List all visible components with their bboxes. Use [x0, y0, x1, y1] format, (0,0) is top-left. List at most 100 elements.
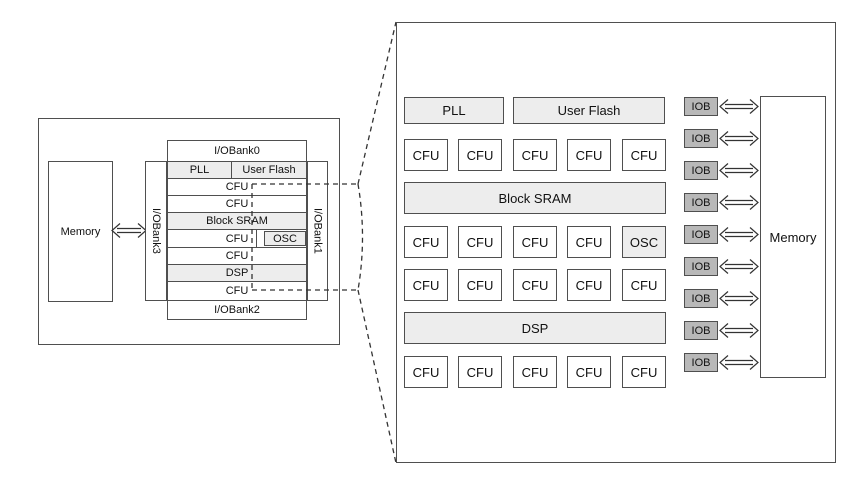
iob-memory-arrow-icon — [719, 163, 759, 178]
cfu-block: CFU — [513, 356, 557, 388]
cfu-label: CFU — [521, 277, 549, 293]
left-row-dsp: DSP — [167, 264, 307, 282]
left-userflash-cell: User Flash — [232, 162, 306, 178]
right-dsp-label: DSP — [521, 320, 549, 336]
iob-label: IOB — [691, 324, 711, 337]
cfu-block: CFU — [458, 356, 502, 388]
left-cfu4-label: CFU — [225, 250, 249, 262]
cfu-block: CFU — [567, 356, 611, 388]
iob-label: IOB — [691, 228, 711, 241]
cfu-label: CFU — [521, 364, 549, 380]
right-blocksram-label: Block SRAM — [498, 190, 572, 206]
right-userflash-block: User Flash — [513, 97, 665, 124]
left-row-cfu-5: CFU — [167, 281, 307, 301]
iob-memory-arrow-icon — [719, 323, 759, 338]
left-iobank2-label: I/OBank2 — [214, 304, 260, 316]
cfu-label: CFU — [630, 147, 658, 163]
iob-block: IOB — [684, 257, 718, 276]
cfu-label: CFU — [575, 277, 603, 293]
cfu-block: CFU — [567, 226, 611, 258]
cfu-label: CFU — [630, 364, 658, 380]
left-row-cfu-4: CFU — [167, 247, 307, 265]
left-osc-block: OSC — [264, 231, 306, 246]
right-blocksram-block: Block SRAM — [404, 182, 666, 214]
iob-memory-arrow-icon — [719, 131, 759, 146]
cfu-label: CFU — [466, 147, 494, 163]
iob-memory-arrow-icon — [719, 99, 759, 114]
left-memory-bus-arrow-icon — [111, 223, 147, 238]
left-iobank1-strip: I/OBank1 — [307, 161, 328, 301]
left-blocksram-label: Block SRAM — [206, 215, 268, 227]
iob-block: IOB — [684, 225, 718, 244]
left-iobank0-strip: I/OBank0 — [167, 140, 307, 162]
cfu-label: CFU — [630, 277, 658, 293]
right-osc-label: OSC — [629, 234, 659, 250]
iob-block: IOB — [684, 161, 718, 180]
iob-memory-arrow-icon — [719, 291, 759, 306]
cfu-block: CFU — [513, 226, 557, 258]
right-osc-block: OSC — [622, 226, 666, 258]
left-cfu3-label: CFU — [225, 232, 249, 245]
cfu-label: CFU — [412, 234, 440, 250]
iob-label: IOB — [691, 132, 711, 145]
cfu-label: CFU — [466, 364, 494, 380]
cfu-block: CFU — [404, 269, 448, 301]
left-memory-label: Memory — [60, 225, 101, 238]
cfu-label: CFU — [521, 147, 549, 163]
cfu-label: CFU — [466, 234, 494, 250]
right-memory-block: Memory — [760, 96, 826, 378]
left-userflash-label: User Flash — [242, 164, 296, 176]
cfu-block: CFU — [622, 139, 666, 171]
left-cfu5-label: CFU — [225, 285, 249, 297]
cfu-block: CFU — [513, 269, 557, 301]
left-iobank0-label: I/OBank0 — [214, 145, 260, 157]
cfu-block: CFU — [404, 139, 448, 171]
cfu-block: CFU — [567, 269, 611, 301]
right-memory-label: Memory — [769, 229, 817, 245]
iob-block: IOB — [684, 321, 718, 340]
iob-label: IOB — [691, 164, 711, 177]
left-row-pll-userflash: PLL User Flash — [167, 161, 307, 179]
left-pll-cell: PLL — [168, 162, 232, 178]
cfu-block: CFU — [567, 139, 611, 171]
cfu-block: CFU — [404, 356, 448, 388]
left-row-cfu-2: CFU — [167, 195, 307, 213]
left-iobank1-label: I/OBank1 — [311, 208, 324, 254]
left-osc-label: OSC — [273, 232, 297, 245]
iob-block: IOB — [684, 193, 718, 212]
right-pll-block: PLL — [404, 97, 504, 124]
iob-memory-arrow-icon — [719, 195, 759, 210]
right-dsp-block: DSP — [404, 312, 666, 344]
left-pll-label: PLL — [189, 164, 210, 176]
iob-block: IOB — [684, 289, 718, 308]
cfu-label: CFU — [412, 364, 440, 380]
iob-block: IOB — [684, 97, 718, 116]
right-userflash-label: User Flash — [557, 103, 621, 118]
left-memory-block: Memory — [48, 161, 113, 302]
iob-block: IOB — [684, 129, 718, 148]
iob-label: IOB — [691, 196, 711, 209]
cfu-block: CFU — [404, 226, 448, 258]
iob-memory-arrow-icon — [719, 227, 759, 242]
left-row-block-sram: Block SRAM — [167, 212, 307, 230]
cfu-label: CFU — [521, 234, 549, 250]
iob-block: IOB — [684, 353, 718, 372]
iob-memory-arrow-icon — [719, 355, 759, 370]
right-pll-label: PLL — [442, 103, 466, 118]
iob-memory-arrow-icon — [719, 259, 759, 274]
left-dsp-label: DSP — [225, 267, 249, 279]
cfu-label: CFU — [575, 147, 603, 163]
cfu-block: CFU — [458, 139, 502, 171]
left-iobank3-strip: I/OBank3 — [145, 161, 167, 301]
left-cfu2-label: CFU — [225, 198, 249, 210]
cfu-block: CFU — [458, 269, 502, 301]
cfu-label: CFU — [412, 147, 440, 163]
iob-label: IOB — [691, 292, 711, 305]
cfu-block: CFU — [513, 139, 557, 171]
left-iobank3-label: I/OBank3 — [150, 208, 162, 254]
cfu-label: CFU — [466, 277, 494, 293]
cfu-block: CFU — [458, 226, 502, 258]
cfu-label: CFU — [575, 234, 603, 250]
cfu-label: CFU — [575, 364, 603, 380]
